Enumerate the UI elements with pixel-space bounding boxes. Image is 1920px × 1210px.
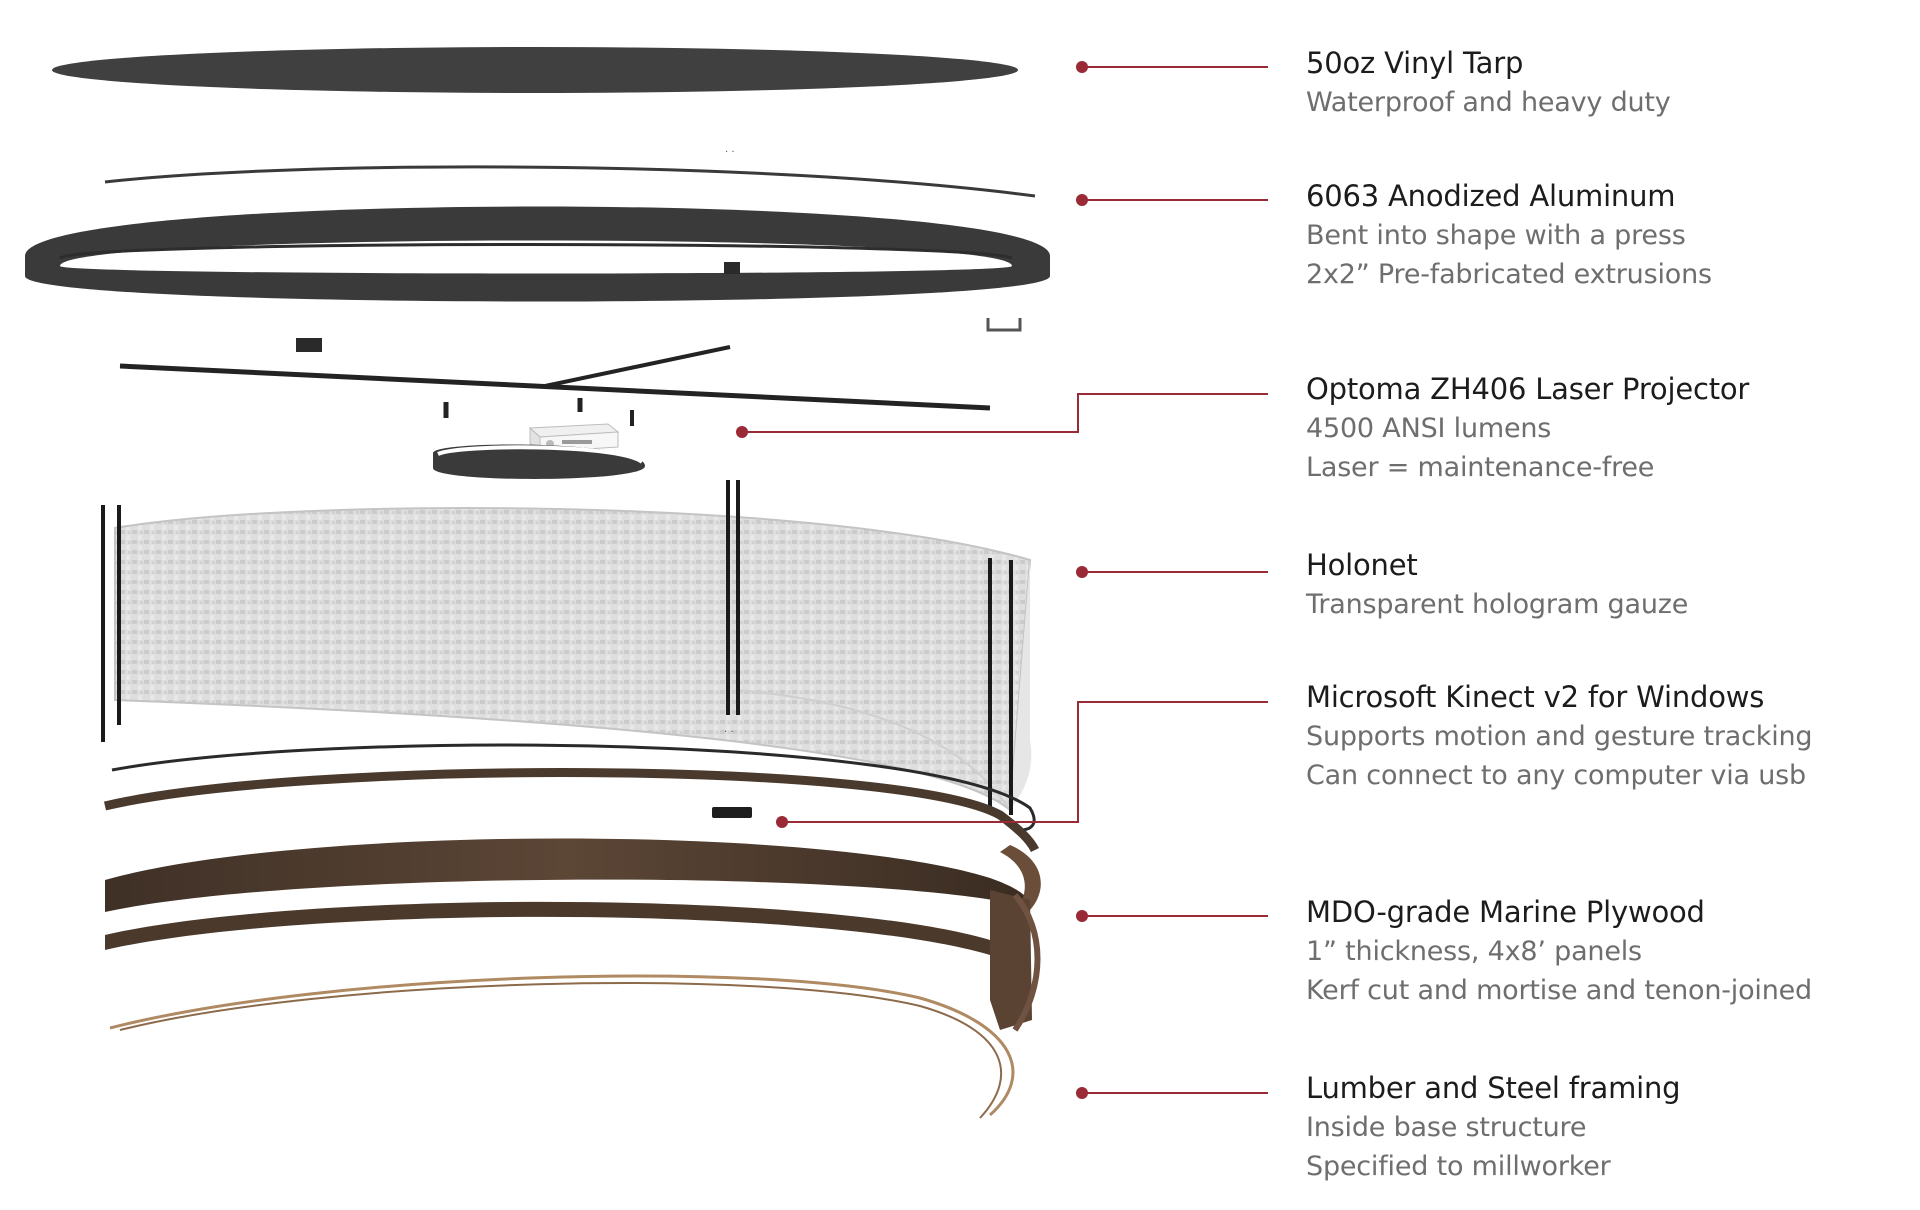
label-kinect: Microsoft Kinect v2 for Windows Supports… xyxy=(1306,678,1813,795)
small-marks: · · xyxy=(725,147,735,158)
label-desc: Waterproof and heavy duty xyxy=(1306,87,1671,118)
label-title: 50oz Vinyl Tarp xyxy=(1306,46,1524,80)
aluminum-thin-ring-part xyxy=(104,165,1036,198)
vinyl-tarp-part xyxy=(52,47,1018,93)
holonet-shadow-part xyxy=(1010,560,1032,810)
leader-lumber xyxy=(1076,1087,1268,1099)
label-title: Optoma ZH406 Laser Projector xyxy=(1306,372,1750,406)
label-desc: 4500 ANSI lumens xyxy=(1306,413,1552,444)
crossbar-part xyxy=(544,345,731,388)
label-title: Holonet xyxy=(1306,548,1418,582)
plywood-band-part xyxy=(1000,845,1041,910)
leader-plywood xyxy=(1076,910,1268,922)
lumber-ring-part xyxy=(119,982,1003,1119)
bracket-part xyxy=(986,318,1022,332)
label-plywood: MDO-grade Marine Plywood 1” thickness, 4… xyxy=(1306,893,1812,1010)
lumber-ring-part xyxy=(109,974,1015,1117)
label-desc: Transparent hologram gauze xyxy=(1306,589,1689,620)
label-holonet: Holonet Transparent hologram gauze xyxy=(1306,546,1688,624)
label-title: Lumber and Steel framing xyxy=(1306,1071,1681,1105)
projector-part xyxy=(528,423,620,454)
label-desc: Laser = maintenance-free xyxy=(1306,452,1655,483)
plywood-endcap-part xyxy=(990,890,1032,1030)
kinect-part xyxy=(712,807,752,818)
label-desc: 2x2” Pre-fabricated extrusions xyxy=(1306,259,1712,290)
lower-thin-ring-part xyxy=(111,743,1036,832)
small-marks: · · xyxy=(724,727,734,738)
aluminum-band-ring-part xyxy=(25,206,1050,302)
label-desc: Bent into shape with a press xyxy=(1306,220,1686,251)
bracket-part xyxy=(724,262,740,274)
label-title: Microsoft Kinect v2 for Windows xyxy=(1306,680,1765,714)
projector-mount-part xyxy=(437,445,644,464)
holonet-shadow-part xyxy=(734,689,1011,811)
label-desc: Supports motion and gesture tracking xyxy=(1306,721,1813,752)
label-projector: Optoma ZH406 Laser Projector 4500 ANSI l… xyxy=(1306,370,1749,487)
label-title: MDO-grade Marine Plywood xyxy=(1306,895,1705,929)
projector-mount-part xyxy=(433,444,645,480)
label-desc: 1” thickness, 4x8’ panels xyxy=(1306,936,1642,967)
leader-holonet xyxy=(1076,566,1268,578)
plywood-endcap-part xyxy=(1012,893,1041,1032)
label-desc: Inside base structure xyxy=(1306,1112,1587,1143)
label-aluminum: 6063 Anodized Aluminum Bent into shape w… xyxy=(1306,177,1712,294)
leader-tarp xyxy=(1076,61,1268,73)
bracket-part xyxy=(296,338,322,352)
leader-aluminum xyxy=(1076,194,1268,206)
label-lumber: Lumber and Steel framing Inside base str… xyxy=(1306,1069,1681,1186)
plywood-lower-band-part xyxy=(105,901,990,955)
label-title: 6063 Anodized Aluminum xyxy=(1306,179,1676,213)
holonet-screen-part xyxy=(114,507,1032,813)
label-desc: Can connect to any computer via usb xyxy=(1306,760,1806,791)
leader-kinect xyxy=(776,701,1268,828)
label-desc: Specified to millworker xyxy=(1306,1151,1611,1182)
plywood-band-part xyxy=(105,838,1028,912)
plywood-top-ring-part xyxy=(103,768,1040,853)
label-tarp: 50oz Vinyl Tarp Waterproof and heavy dut… xyxy=(1306,44,1671,122)
leader-projector xyxy=(736,393,1268,438)
label-desc: Kerf cut and mortise and tenon-joined xyxy=(1306,975,1812,1006)
crossbar-part xyxy=(119,363,991,411)
